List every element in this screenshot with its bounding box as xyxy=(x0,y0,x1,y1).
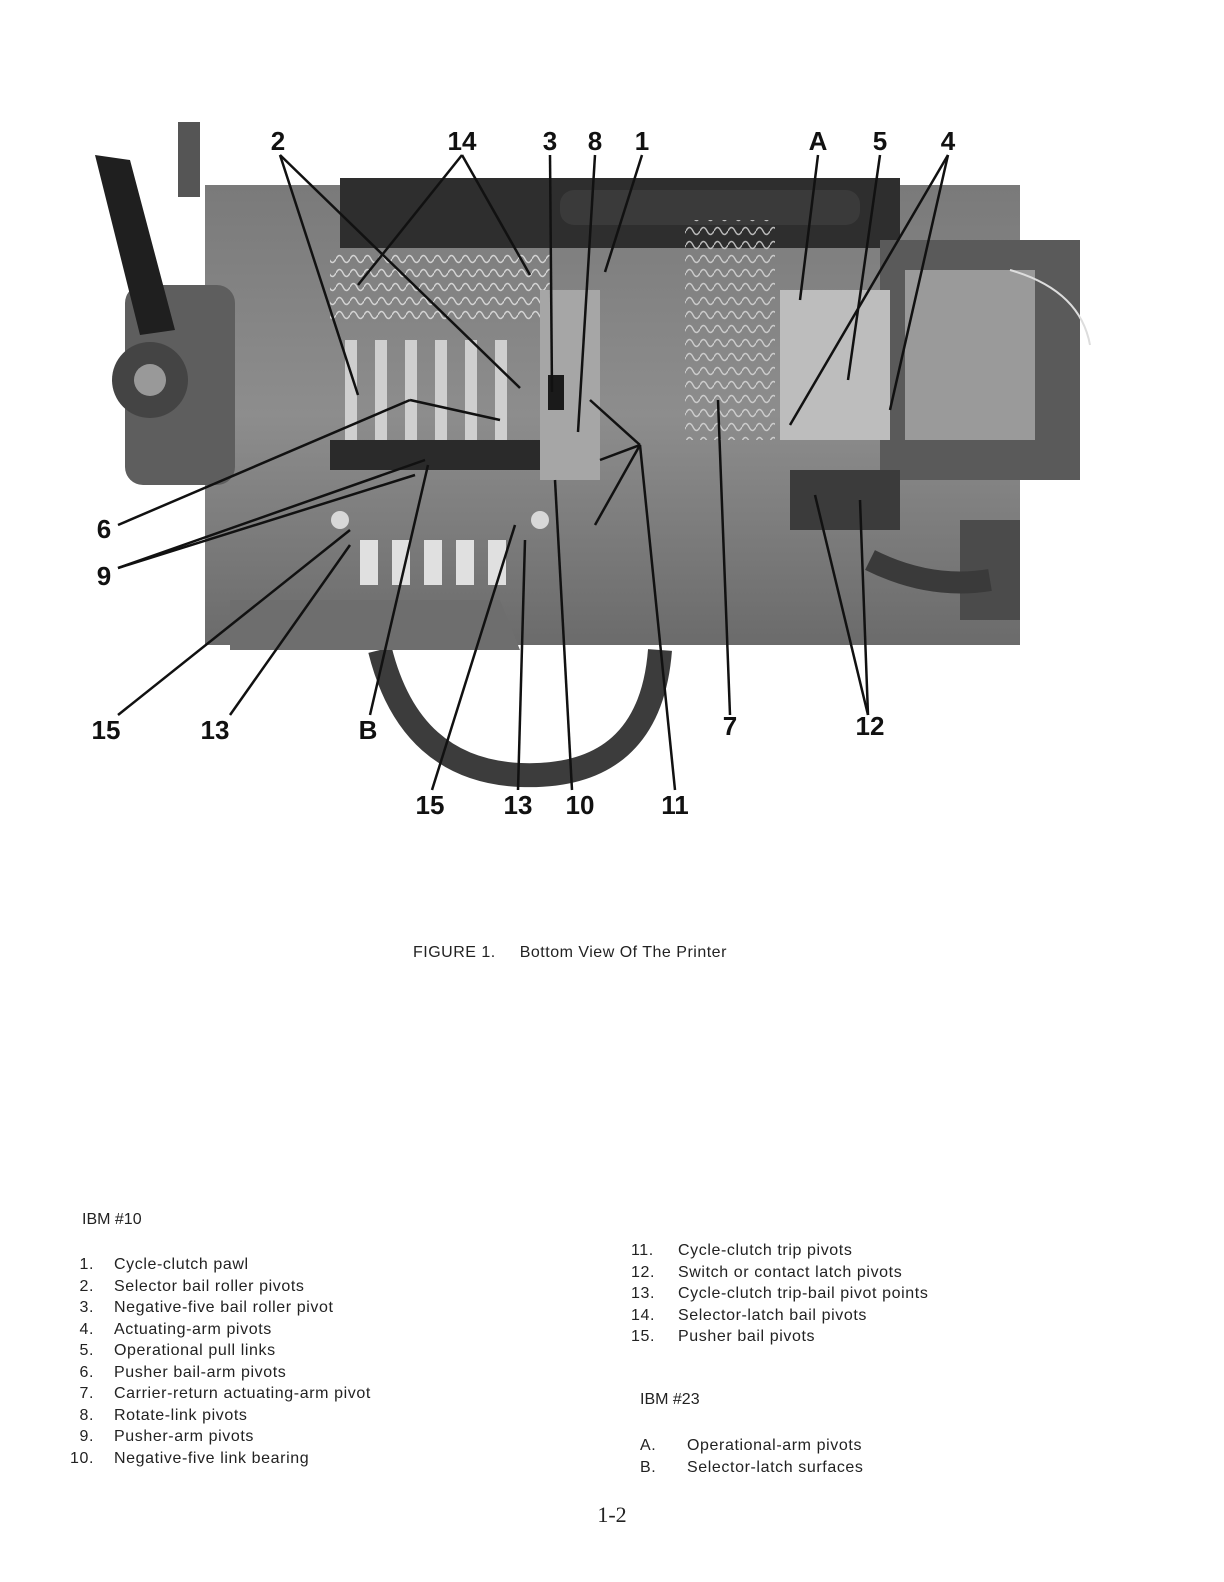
legend-item: 10.Negative-five link bearing xyxy=(69,1449,310,1467)
callout-13-left: 13 xyxy=(200,715,230,745)
callout-5: 5 xyxy=(872,126,888,156)
legend-item: 11.Cycle-clutch trip pivots xyxy=(631,1242,853,1259)
callout-12: 12 xyxy=(855,711,885,741)
callout-B: B xyxy=(358,715,378,745)
callout-A: A xyxy=(808,126,828,156)
ibm23-heading-number: #23 xyxy=(672,1391,700,1408)
ibm23-heading-label: IBM xyxy=(640,1391,669,1408)
callout-2: 2 xyxy=(270,126,286,156)
ibm10-heading-label: IBM xyxy=(82,1211,111,1228)
figure-caption-label: FIGURE 1. xyxy=(413,944,496,961)
legend-item: B.Selector-latch surfaces xyxy=(640,1458,864,1476)
legend-list-ibm23: A.Operational-arm pivots B.Selector-latc… xyxy=(640,1435,864,1478)
printer-bottom-view-image xyxy=(95,122,1091,791)
callout-9: 9 xyxy=(96,561,112,591)
legend-item: 4.Actuating-arm pivots xyxy=(79,1320,272,1338)
legend-item: A.Operational-arm pivots xyxy=(640,1437,863,1454)
callout-14: 14 xyxy=(447,126,477,156)
callout-1: 1 xyxy=(634,126,650,156)
legend-item: 8.Rotate-link pivots xyxy=(79,1406,248,1424)
legend-item: 9.Pusher-arm pivots xyxy=(79,1428,255,1445)
figure-caption: FIGURE 1. Bottom View Of The Printer xyxy=(413,944,727,962)
ibm23-heading: IBM #23 xyxy=(640,1391,700,1409)
figure-photo: 2 14 3 8 1 A 5 4 6 9 15 13 B 7 12 15 13 … xyxy=(91,122,1091,820)
leader-lines xyxy=(117,154,950,791)
callout-10: 10 xyxy=(565,790,595,820)
legend-item: 2.Selector bail roller pivots xyxy=(79,1277,305,1295)
ibm10-heading: IBM #10 xyxy=(82,1211,142,1229)
callout-15-left: 15 xyxy=(91,715,121,745)
callout-8: 8 xyxy=(587,126,603,156)
callout-6: 6 xyxy=(96,514,112,544)
callout-15-lower: 15 xyxy=(415,790,445,820)
ibm10-heading-number: #10 xyxy=(114,1211,142,1228)
figure-caption-title: Bottom View Of The Printer xyxy=(519,944,727,961)
callout-13-lower: 13 xyxy=(503,790,533,820)
page-number: 1-2 xyxy=(597,1502,627,1527)
legend-item: 12.Switch or contact latch pivots xyxy=(631,1263,903,1281)
legend-item: 7.Carrier-return actuating-arm pivot xyxy=(79,1385,371,1402)
callout-7: 7 xyxy=(722,711,738,741)
legend-list-left: 1.Cycle-clutch pawl 2.Selector bail roll… xyxy=(56,1254,371,1469)
legend-item: 5.Operational pull links xyxy=(79,1342,276,1359)
legend-list-right: 11.Cycle-clutch trip pivots 12.Switch or… xyxy=(631,1240,928,1348)
legend-item: 3.Negative-five bail roller pivot xyxy=(79,1299,334,1316)
legend-item: 1.Cycle-clutch pawl xyxy=(79,1256,249,1273)
legend-item: 15.Pusher bail pivots xyxy=(631,1328,816,1345)
legend-item: 14.Selector-latch bail pivots xyxy=(631,1306,868,1324)
callout-11: 11 xyxy=(661,790,689,820)
callout-4: 4 xyxy=(940,126,956,156)
legend-item: 6.Pusher bail-arm pivots xyxy=(79,1363,287,1381)
chassis xyxy=(95,122,1091,788)
callout-3: 3 xyxy=(542,126,558,156)
legend-item: 13.Cycle-clutch trip-bail pivot points xyxy=(631,1285,929,1302)
